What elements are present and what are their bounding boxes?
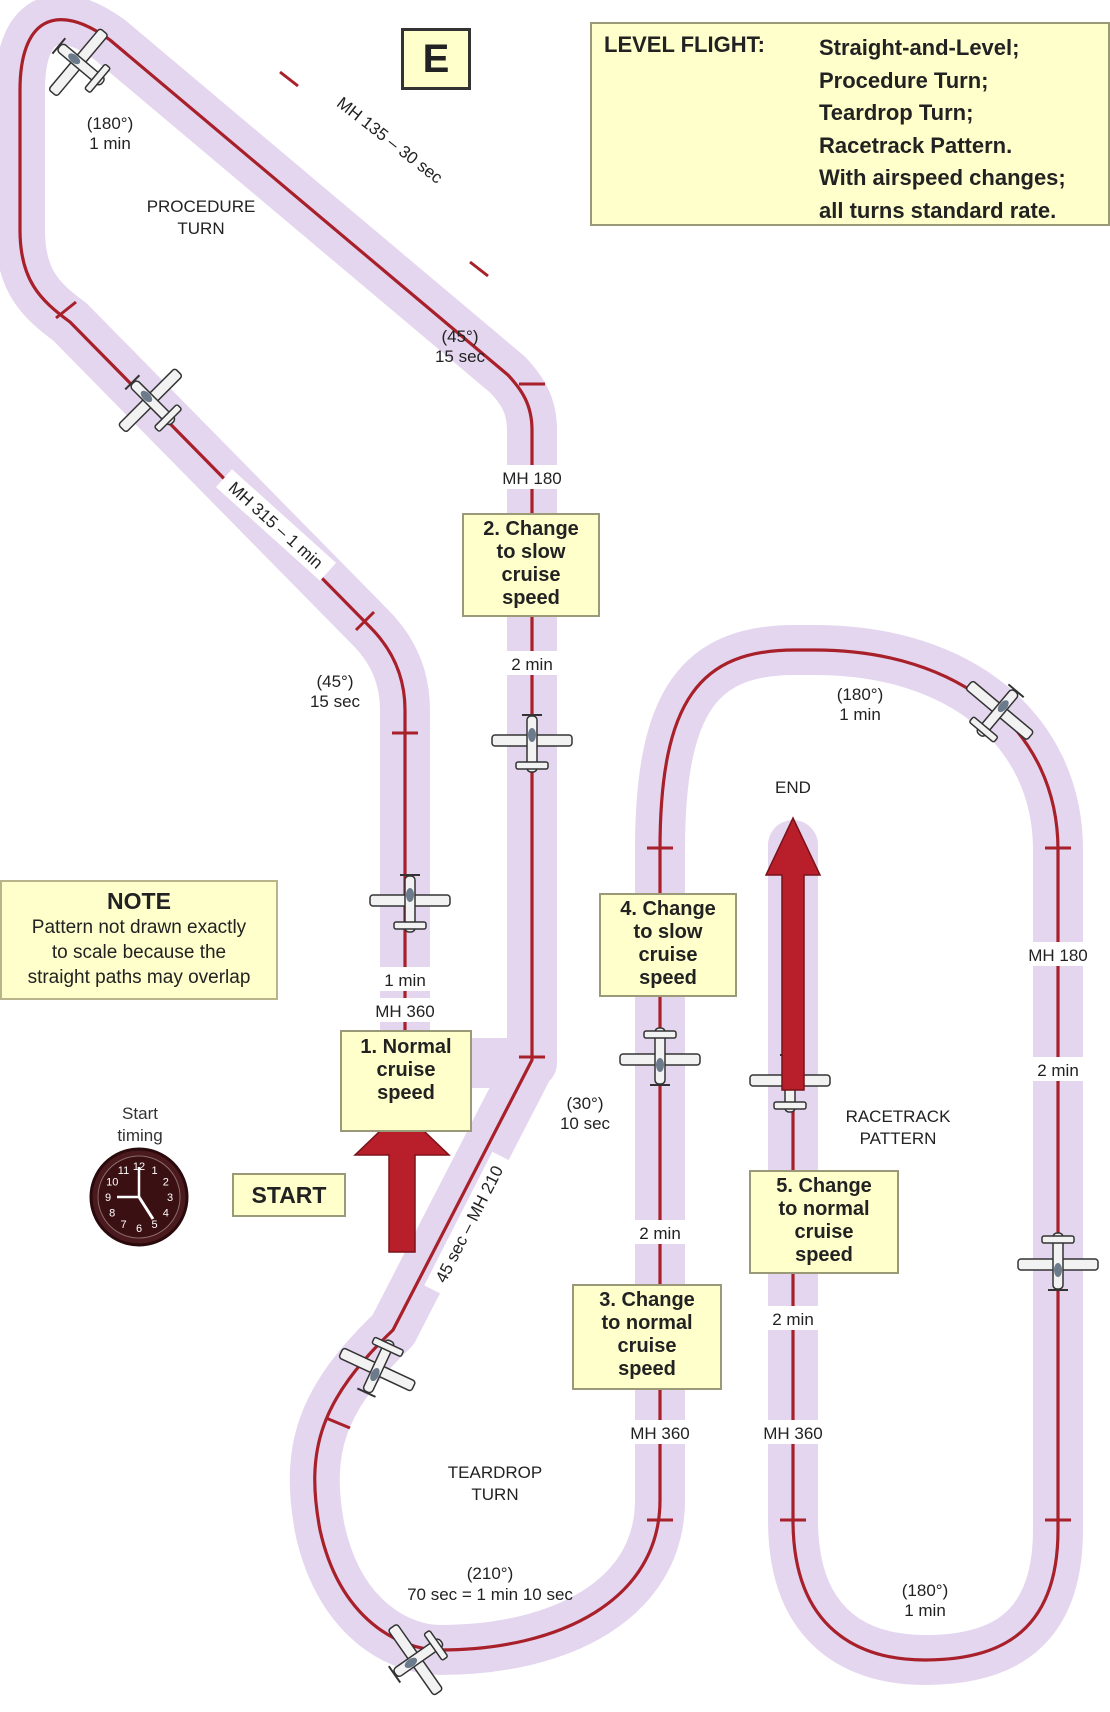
start-timing-label: Start timing xyxy=(100,1103,180,1147)
title-line: Procedure Turn; xyxy=(819,67,989,93)
label-pt-45-upper: (45°)15 sec xyxy=(435,327,486,366)
end-arrow-icon xyxy=(764,816,822,1091)
label-mh180-right: MH 180 xyxy=(1028,946,1088,965)
clock-numeral: 8 xyxy=(109,1208,115,1220)
label-end: END xyxy=(775,778,811,797)
step-line: speed xyxy=(639,967,697,989)
clock-numeral: 1 xyxy=(151,1165,157,1177)
label-pt-45-lower: (45°)15 sec xyxy=(310,672,361,711)
label-2min-a: 2 min xyxy=(511,655,553,674)
step-line: to normal xyxy=(778,1198,870,1220)
start-label: START xyxy=(232,1173,346,1217)
note-box: NOTE Pattern not drawn exactly to scale … xyxy=(0,880,278,1000)
step-line: cruise xyxy=(617,1335,677,1357)
airplane-icon xyxy=(1017,1232,1099,1291)
title-lines: Straight-and-Level; Procedure Turn; Tear… xyxy=(819,32,1066,227)
start-arrow-icon xyxy=(353,1108,451,1253)
step-line: cruise xyxy=(794,1221,854,1243)
label-td-30: (30°)10 sec xyxy=(560,1094,611,1133)
step-line: to slow xyxy=(633,921,703,943)
airplane-icon xyxy=(491,714,573,773)
title-key: LEVEL FLIGHT: xyxy=(604,32,765,57)
label-mh360-c: MH 360 xyxy=(763,1424,823,1443)
path-band xyxy=(0,0,1083,1685)
clock-icon: 121234567891011 xyxy=(89,1147,189,1247)
label-mh360-b: MH 360 xyxy=(630,1424,690,1443)
title-line: With airspeed changes; xyxy=(819,165,1066,190)
label-2min-b: 2 min xyxy=(639,1224,681,1243)
step-4-box: 4. Change to slow cruise speed xyxy=(599,893,737,997)
step-5-box: 5. Change to normal cruise speed xyxy=(749,1170,899,1274)
route-line xyxy=(18,18,1060,1662)
step-line: 4. Change xyxy=(620,898,716,920)
note-line: Pattern not drawn exactly xyxy=(31,917,247,938)
diagram-badge: E xyxy=(401,28,471,90)
step-line: speed xyxy=(502,587,560,609)
label-2min-c: 2 min xyxy=(772,1310,814,1329)
label-mh135: MH 135 – 30 sec xyxy=(333,93,446,187)
note-heading: NOTE xyxy=(107,888,171,914)
route-ticks xyxy=(55,70,1071,1522)
title-line: Racetrack Pattern. xyxy=(819,132,1013,158)
step-line: 3. Change xyxy=(599,1289,695,1311)
label-mh360-a: MH 360 xyxy=(375,1002,435,1021)
label-pt-180: (180°)1 min xyxy=(87,114,133,153)
note-line: to scale because the xyxy=(51,942,227,963)
label-rt-180-bottom: (180°)1 min xyxy=(902,1581,948,1620)
clock-numeral: 7 xyxy=(120,1219,126,1231)
step-line: cruise xyxy=(638,944,698,966)
title-line: Teardrop Turn; xyxy=(819,100,974,125)
clock-numeral: 11 xyxy=(118,1165,129,1177)
step-line: cruise xyxy=(501,564,561,586)
clock-numeral: 3 xyxy=(167,1192,173,1204)
note-line: straight paths may overlap xyxy=(27,967,251,988)
title-box: LEVEL FLIGHT: Straight-and-Level; Proced… xyxy=(590,22,1110,226)
clock-numeral: 4 xyxy=(163,1208,169,1220)
step-line: 1. Normal xyxy=(360,1036,452,1058)
step-line: cruise xyxy=(376,1059,436,1081)
label-mh180-left: MH 180 xyxy=(502,469,562,488)
step-line: 2. Change xyxy=(483,518,579,540)
label-1min: 1 min xyxy=(384,971,426,990)
label-td-210: (210°)70 sec = 1 min 10 sec xyxy=(407,1564,573,1604)
step-line: 5. Change xyxy=(776,1175,872,1197)
clock-numeral: 6 xyxy=(136,1223,142,1235)
clock-numeral: 2 xyxy=(163,1177,169,1189)
step-2-box: 2. Change to slow cruise speed xyxy=(462,513,600,617)
step-line: to slow xyxy=(496,541,566,563)
clock-numeral: 10 xyxy=(106,1177,118,1189)
start-timing-line: timing xyxy=(117,1126,163,1145)
start-timing-line: Start xyxy=(122,1104,158,1123)
clock-numeral: 9 xyxy=(105,1192,111,1204)
step-3-box: 3. Change to normal cruise speed xyxy=(572,1284,722,1390)
title-line: all turns standard rate. xyxy=(819,197,1057,223)
label-2min-right: 2 min xyxy=(1037,1061,1079,1080)
step-line: speed xyxy=(377,1082,435,1104)
title-line: Straight-and-Level; xyxy=(819,35,1020,60)
airplane-icon xyxy=(619,1027,701,1086)
clock-numeral: 5 xyxy=(151,1219,157,1231)
step-1-box: 1. Normal cruise speed xyxy=(340,1030,472,1132)
step-line: speed xyxy=(618,1358,676,1380)
step-line: to normal xyxy=(601,1312,693,1334)
label-rt-180-top: (180°)1 min xyxy=(837,685,883,724)
step-line: speed xyxy=(795,1244,853,1266)
